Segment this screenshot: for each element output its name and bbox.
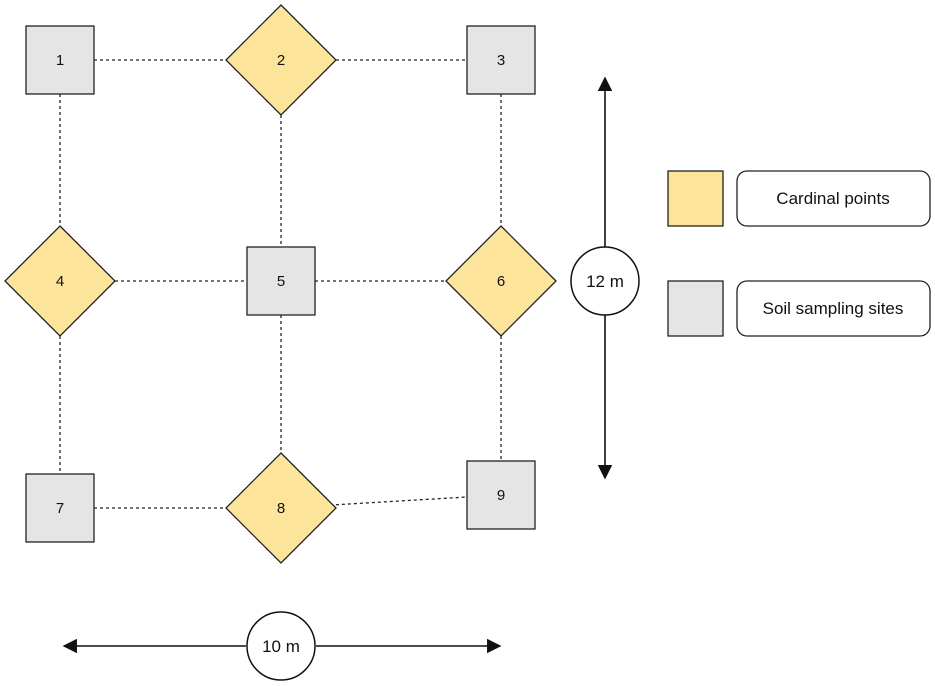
diamond-shape bbox=[225, 452, 337, 564]
node-label: 6 bbox=[497, 273, 505, 290]
node-label: 1 bbox=[56, 52, 64, 69]
legend-soil-box bbox=[736, 280, 931, 337]
soil-sampling-site-5: 5 bbox=[246, 246, 316, 316]
cardinal-point-8: 8 bbox=[225, 452, 337, 564]
soil-sampling-site-9: 9 bbox=[466, 460, 536, 530]
node-label: 4 bbox=[56, 273, 64, 290]
legend-cardinal-box bbox=[736, 170, 931, 227]
cardinal-point-4: 4 bbox=[4, 225, 116, 337]
vertical-dimension: 12 m bbox=[570, 76, 640, 480]
node-label: 2 bbox=[277, 52, 285, 69]
node-label: 8 bbox=[277, 500, 285, 517]
horizontal-dimension: 10 m bbox=[62, 611, 502, 681]
diamond-shape bbox=[225, 4, 337, 116]
soil-sampling-site-1: 1 bbox=[25, 25, 95, 95]
square-shape bbox=[246, 246, 316, 316]
cardinal-point-2: 2 bbox=[225, 4, 337, 116]
connector-8-9 bbox=[335, 496, 468, 506]
soil-sampling-site-7: 7 bbox=[25, 473, 95, 543]
legend-soil-label: Soil sampling sites bbox=[763, 299, 904, 318]
square-shape bbox=[25, 25, 95, 95]
node-label: 9 bbox=[497, 487, 505, 504]
horizontal-dimension-label: 10 m bbox=[262, 637, 300, 656]
node-label: 3 bbox=[497, 52, 505, 69]
square-shape bbox=[466, 25, 536, 95]
legend-cardinal-label: Cardinal points bbox=[776, 189, 889, 208]
square-shape bbox=[25, 473, 95, 543]
diamond-shape bbox=[4, 225, 116, 337]
soil-sampling-site-3: 3 bbox=[466, 25, 536, 95]
connector-lines bbox=[59, 59, 502, 509]
legend-soil-swatch bbox=[667, 280, 724, 337]
node-label: 7 bbox=[56, 500, 64, 517]
cardinal-point-6: 6 bbox=[445, 225, 557, 337]
square-shape bbox=[466, 460, 536, 530]
sampling-grid: 1 2 3 4 5 6 7 8 9 bbox=[4, 4, 557, 564]
horizontal-dimension-circle bbox=[246, 611, 316, 681]
vertical-dimension-label: 12 m bbox=[586, 272, 624, 291]
vertical-dimension-circle bbox=[570, 246, 640, 316]
node-label: 5 bbox=[277, 273, 285, 290]
legend-cardinal-swatch bbox=[667, 170, 724, 227]
legend: Cardinal points Soil sampling sites bbox=[667, 170, 931, 337]
diamond-shape bbox=[445, 225, 557, 337]
